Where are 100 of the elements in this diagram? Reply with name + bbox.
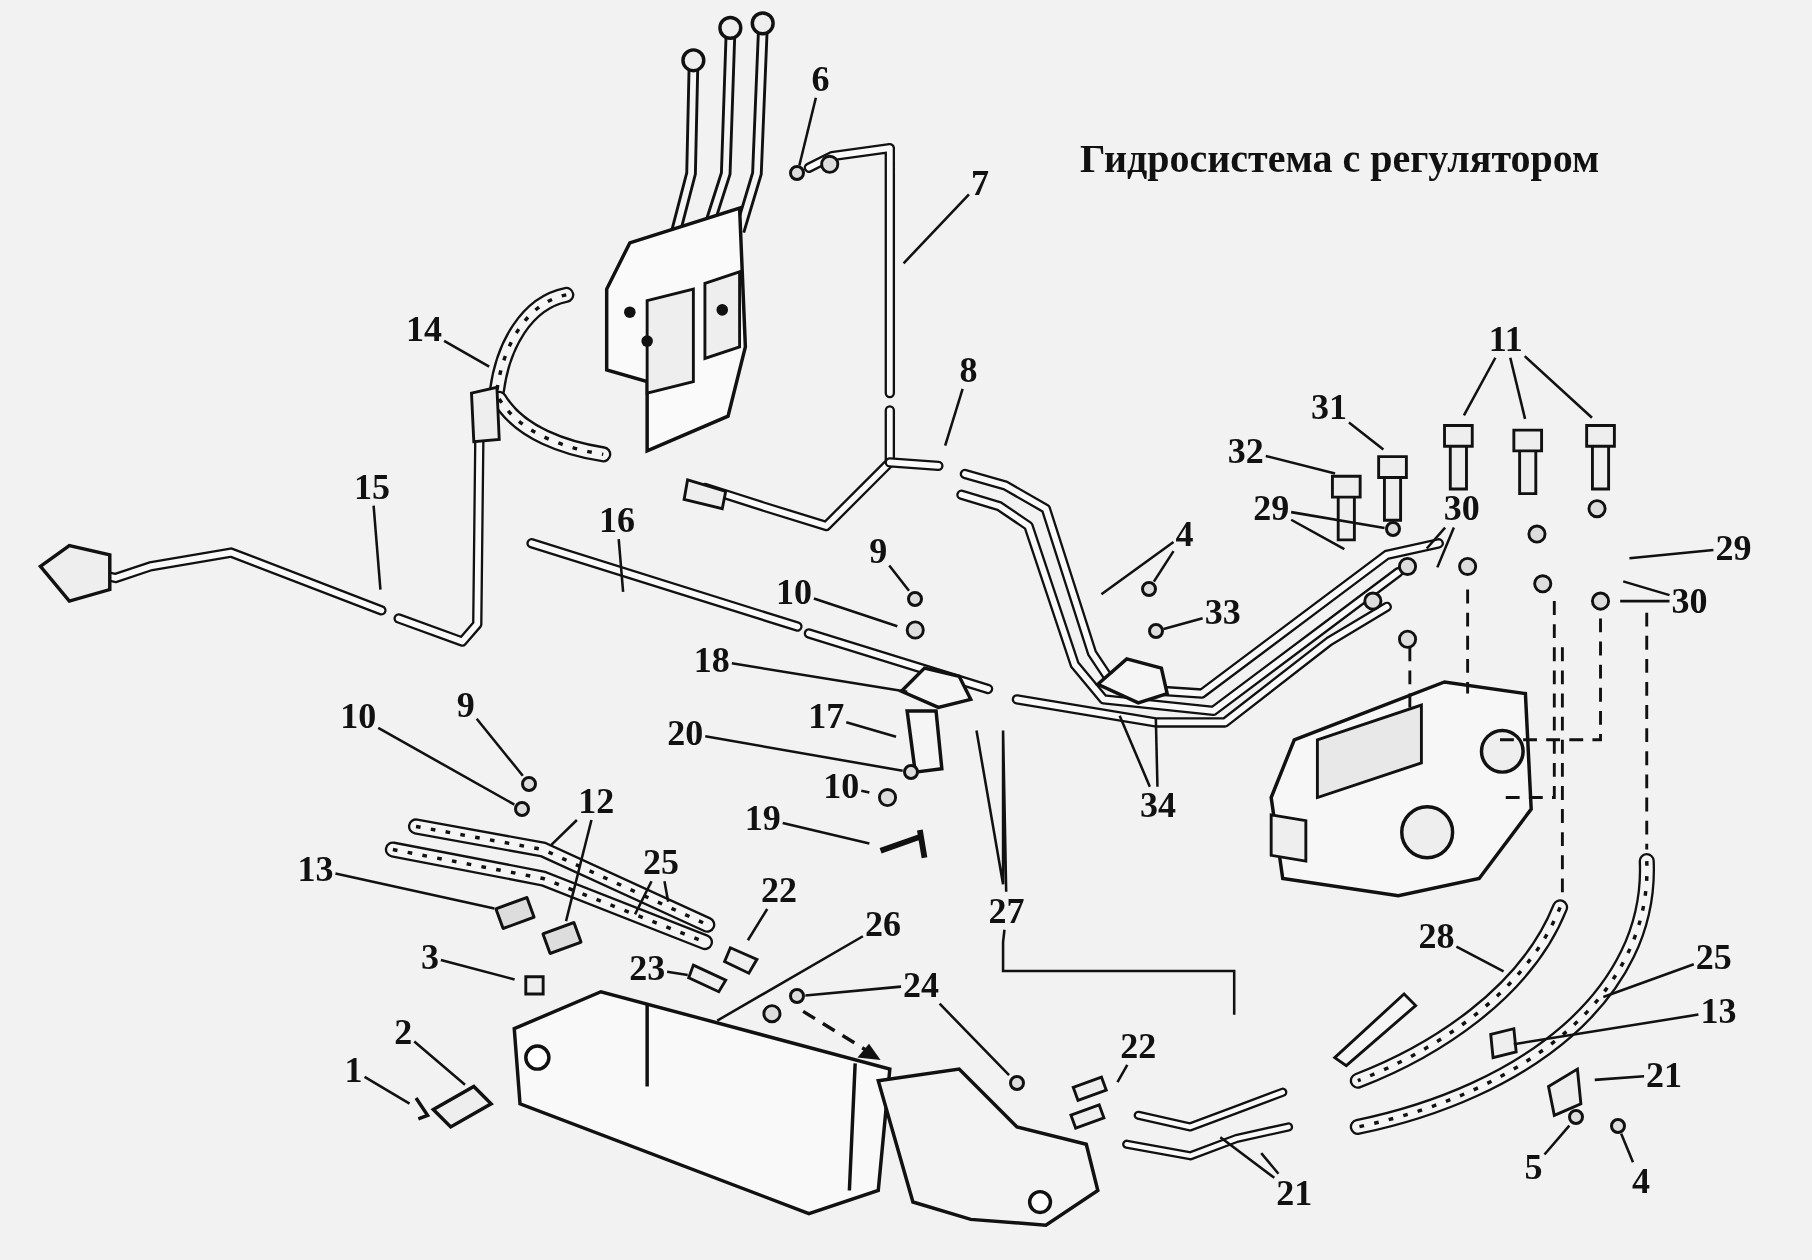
leader-line xyxy=(782,821,870,845)
leader-line xyxy=(813,597,898,628)
callout-number: 33 xyxy=(1202,593,1243,632)
leader-line xyxy=(363,1075,411,1105)
nut xyxy=(902,763,919,780)
nut xyxy=(907,590,924,607)
callout-number: 29 xyxy=(1251,489,1292,528)
callout-number: 22 xyxy=(758,870,799,909)
callout-number: 22 xyxy=(1118,1026,1159,1065)
leader-line xyxy=(1118,715,1151,788)
leader-line xyxy=(1163,617,1203,631)
callout-number: 26 xyxy=(862,905,903,944)
callout-number: 21 xyxy=(1274,1173,1315,1212)
leader-line xyxy=(1602,963,1695,999)
callout-number: 8 xyxy=(957,350,980,389)
nut xyxy=(1609,1117,1626,1134)
callout-number: 23 xyxy=(627,949,668,988)
callout-number: 3 xyxy=(418,937,441,976)
nut xyxy=(789,988,806,1005)
leader-line xyxy=(1509,357,1527,420)
leader-line xyxy=(617,539,625,592)
leader-line xyxy=(663,881,670,903)
callout-number: 11 xyxy=(1486,319,1525,358)
leader-line xyxy=(746,908,769,941)
leader-line xyxy=(938,1002,1010,1076)
nut xyxy=(1008,1074,1025,1091)
leader-line xyxy=(443,339,490,368)
callout-number: 30 xyxy=(1669,581,1710,620)
leader-line xyxy=(943,388,964,446)
leader-line xyxy=(1425,526,1447,550)
callout-number: 2 xyxy=(392,1012,415,1051)
leader-line xyxy=(1436,527,1456,568)
callout-number: 21 xyxy=(1644,1055,1685,1094)
leader-line xyxy=(1152,550,1175,583)
leader-line xyxy=(1629,548,1714,560)
leader-line xyxy=(413,1040,466,1086)
callout-number: 10 xyxy=(773,572,814,611)
leader-line xyxy=(888,564,910,592)
leader-line xyxy=(1001,929,1236,1015)
leader-line xyxy=(377,726,515,806)
leader-line xyxy=(372,505,382,590)
callout-number: 28 xyxy=(1416,917,1457,956)
callout-number: 25 xyxy=(641,843,681,882)
nut xyxy=(1140,581,1157,598)
leader-line xyxy=(845,721,897,738)
callout-number: 14 xyxy=(404,310,445,349)
nut xyxy=(521,775,538,792)
leader-line xyxy=(805,985,902,997)
leader-line xyxy=(716,935,864,1022)
callout-number: 6 xyxy=(809,59,832,98)
leader-line xyxy=(440,958,515,981)
leader-line xyxy=(1260,1152,1280,1175)
leader-line xyxy=(1100,541,1175,596)
leader-line xyxy=(975,729,1008,892)
leader-line xyxy=(902,193,970,265)
leader-line xyxy=(798,97,818,166)
callout-number: 25 xyxy=(1693,937,1734,976)
callout-number: 9 xyxy=(454,685,477,724)
callout-number: 17 xyxy=(806,697,847,736)
leader-line xyxy=(550,819,578,846)
callout-number: 15 xyxy=(352,467,393,506)
callout-number: 32 xyxy=(1225,431,1266,470)
leader-line xyxy=(1523,355,1593,419)
callout-number: 24 xyxy=(901,965,941,1004)
leader-line xyxy=(335,872,495,910)
leader-line xyxy=(1594,1075,1645,1082)
callout-number: 34 xyxy=(1137,786,1178,825)
callout-number: 20 xyxy=(665,713,706,752)
leader-line xyxy=(1290,518,1345,551)
diagram-title: Гидросистема с регулятором xyxy=(1080,135,1600,182)
callout-number: 16 xyxy=(597,501,638,539)
leader-line xyxy=(1154,718,1159,787)
leader-line xyxy=(1543,1124,1571,1156)
callout-number: 27 xyxy=(986,891,1027,930)
callout-number: 10 xyxy=(338,697,379,736)
callout-number: 31 xyxy=(1308,387,1349,426)
callout-number: 30 xyxy=(1441,489,1482,528)
leader-line xyxy=(666,970,688,977)
leader-line xyxy=(1620,599,1670,603)
nut xyxy=(1147,622,1164,639)
leader-line xyxy=(1620,1133,1635,1163)
callout-number: 9 xyxy=(867,532,890,571)
leader-line xyxy=(1455,945,1505,973)
callout-number: 4 xyxy=(1173,514,1196,553)
callout-number: 12 xyxy=(576,781,617,820)
leader-line xyxy=(1290,510,1385,530)
leader-line xyxy=(1513,1013,1699,1046)
callout-number: 7 xyxy=(968,163,991,202)
callout-number: 13 xyxy=(295,850,336,888)
callout-number: 18 xyxy=(691,640,732,679)
callout-number: 29 xyxy=(1713,528,1754,567)
leader-line xyxy=(1219,1136,1276,1179)
leader-line xyxy=(1116,1064,1129,1083)
leader-line xyxy=(1622,580,1670,597)
leader-line xyxy=(1265,454,1336,475)
leader-line xyxy=(475,717,524,777)
callout-number: 19 xyxy=(742,799,783,838)
leader-line xyxy=(1462,357,1497,416)
leader-line xyxy=(633,880,653,915)
nut xyxy=(1384,521,1401,538)
